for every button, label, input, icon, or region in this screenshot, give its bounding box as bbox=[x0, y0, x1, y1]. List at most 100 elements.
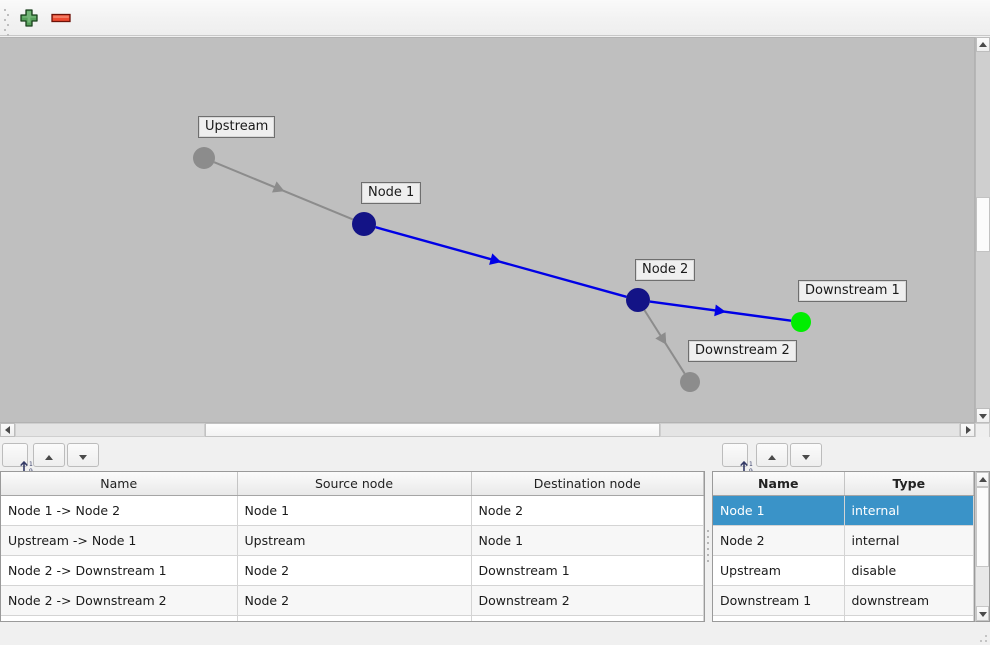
toolbar-drag-handle[interactable] bbox=[4, 9, 9, 36]
nodes-toolbar: 1 9 bbox=[712, 441, 990, 475]
scroll-left-arrow[interactable] bbox=[0, 423, 15, 437]
edges-toolbar: 1 9 bbox=[0, 441, 705, 475]
edges-cell[interactable]: Node 1 bbox=[471, 525, 704, 556]
empty-cell bbox=[713, 615, 845, 621]
graph-edge-arrow bbox=[489, 253, 502, 265]
scroll-up-arrow[interactable] bbox=[976, 37, 990, 52]
edges-column-header[interactable]: Name bbox=[1, 472, 238, 496]
nodes-move-up-button[interactable] bbox=[756, 443, 788, 467]
edges-column-header[interactable]: Destination node bbox=[471, 472, 704, 496]
graph-node[interactable] bbox=[352, 212, 376, 236]
graph-vertical-scrollbar[interactable] bbox=[975, 37, 990, 423]
nodes-cell[interactable]: Downstream 1 bbox=[713, 585, 845, 616]
nodes-column-header[interactable]: Name bbox=[713, 472, 845, 496]
edges-cell[interactable]: Upstream -> Node 1 bbox=[1, 525, 238, 556]
edges-cell[interactable]: Downstream 2 bbox=[471, 585, 704, 616]
empty-cell bbox=[471, 615, 704, 621]
nodes-cell[interactable]: downstream bbox=[844, 585, 974, 616]
edges-cell[interactable]: Upstream bbox=[237, 525, 472, 556]
vertical-scroll-thumb[interactable] bbox=[976, 197, 990, 252]
edges-move-up-button[interactable] bbox=[33, 443, 65, 467]
graph-node[interactable] bbox=[791, 312, 811, 332]
hscroll-track-right[interactable] bbox=[660, 423, 960, 437]
edges-move-down-button[interactable] bbox=[67, 443, 99, 467]
empty-cell bbox=[237, 615, 472, 621]
main-toolbar bbox=[0, 0, 990, 36]
graph-node-label[interactable]: Downstream 2 bbox=[688, 340, 797, 362]
edges-cell[interactable]: Node 2 bbox=[237, 585, 472, 616]
nodes-cell[interactable]: internal bbox=[844, 495, 974, 526]
graph-horizontal-scrollbar[interactable] bbox=[0, 423, 975, 438]
nodes-cell[interactable]: Node 1 bbox=[713, 495, 845, 526]
edges-sort-button[interactable]: 1 9 bbox=[2, 443, 33, 475]
svg-text:1: 1 bbox=[29, 461, 33, 468]
nodes-cell[interactable]: disable bbox=[844, 555, 974, 586]
nodes-cell[interactable]: Node 2 bbox=[713, 525, 845, 556]
edges-cell[interactable]: Node 2 bbox=[471, 495, 704, 526]
nodes-column-header[interactable]: Type bbox=[844, 472, 974, 496]
horizontal-scroll-thumb[interactable] bbox=[205, 423, 660, 437]
scroll-down-arrow[interactable] bbox=[976, 408, 990, 423]
nodes-cell[interactable]: Upstream bbox=[713, 555, 845, 586]
graph-node-label[interactable]: Node 1 bbox=[361, 182, 422, 204]
graph-node[interactable] bbox=[626, 288, 650, 312]
nodes-move-down-button[interactable] bbox=[790, 443, 822, 467]
hscroll-track-left[interactable] bbox=[15, 423, 205, 437]
graph-node[interactable] bbox=[193, 147, 215, 169]
graph-node-label[interactable]: Downstream 1 bbox=[798, 280, 907, 302]
graph-node[interactable] bbox=[680, 372, 700, 392]
graph-edge-arrow bbox=[714, 304, 726, 317]
edges-cell[interactable]: Node 2 bbox=[237, 555, 472, 586]
edges-cell[interactable]: Node 2 -> Downstream 2 bbox=[1, 585, 238, 616]
scrollbar-corner bbox=[975, 423, 990, 438]
table-empty-row bbox=[1, 615, 704, 621]
edges-cell[interactable]: Node 1 bbox=[237, 495, 472, 526]
nodes-scroll-thumb[interactable] bbox=[976, 487, 989, 567]
minus-icon bbox=[51, 13, 71, 23]
edges-cell[interactable]: Downstream 1 bbox=[471, 555, 704, 586]
empty-cell bbox=[844, 615, 974, 621]
add-node-button[interactable] bbox=[16, 7, 42, 31]
nodes-scroll-down-arrow[interactable] bbox=[976, 606, 989, 621]
graph-drawing bbox=[193, 147, 811, 392]
nodes-scroll-up-arrow[interactable] bbox=[976, 472, 989, 487]
scroll-right-arrow[interactable] bbox=[960, 423, 975, 437]
edges-column-header[interactable]: Source node bbox=[237, 472, 472, 496]
empty-cell bbox=[1, 615, 238, 621]
svg-text:1: 1 bbox=[749, 461, 753, 468]
remove-node-button[interactable] bbox=[48, 7, 74, 31]
graph-node-label[interactable]: Upstream bbox=[198, 116, 276, 138]
graph-edge-arrow bbox=[655, 332, 667, 345]
graph-node-label[interactable]: Node 2 bbox=[635, 259, 696, 281]
resize-grip[interactable] bbox=[980, 635, 987, 642]
vertical-splitter[interactable] bbox=[705, 471, 712, 622]
edges-cell[interactable]: Node 2 -> Downstream 1 bbox=[1, 555, 238, 586]
table-empty-row bbox=[713, 615, 974, 621]
nodes-cell[interactable]: internal bbox=[844, 525, 974, 556]
nodes-vertical-scrollbar[interactable] bbox=[975, 471, 990, 622]
plus-icon bbox=[20, 9, 38, 27]
nodes-sort-button[interactable]: 1 9 bbox=[722, 443, 753, 475]
edges-cell[interactable]: Node 1 -> Node 2 bbox=[1, 495, 238, 526]
vertical-splitter-grip bbox=[707, 529, 710, 564]
